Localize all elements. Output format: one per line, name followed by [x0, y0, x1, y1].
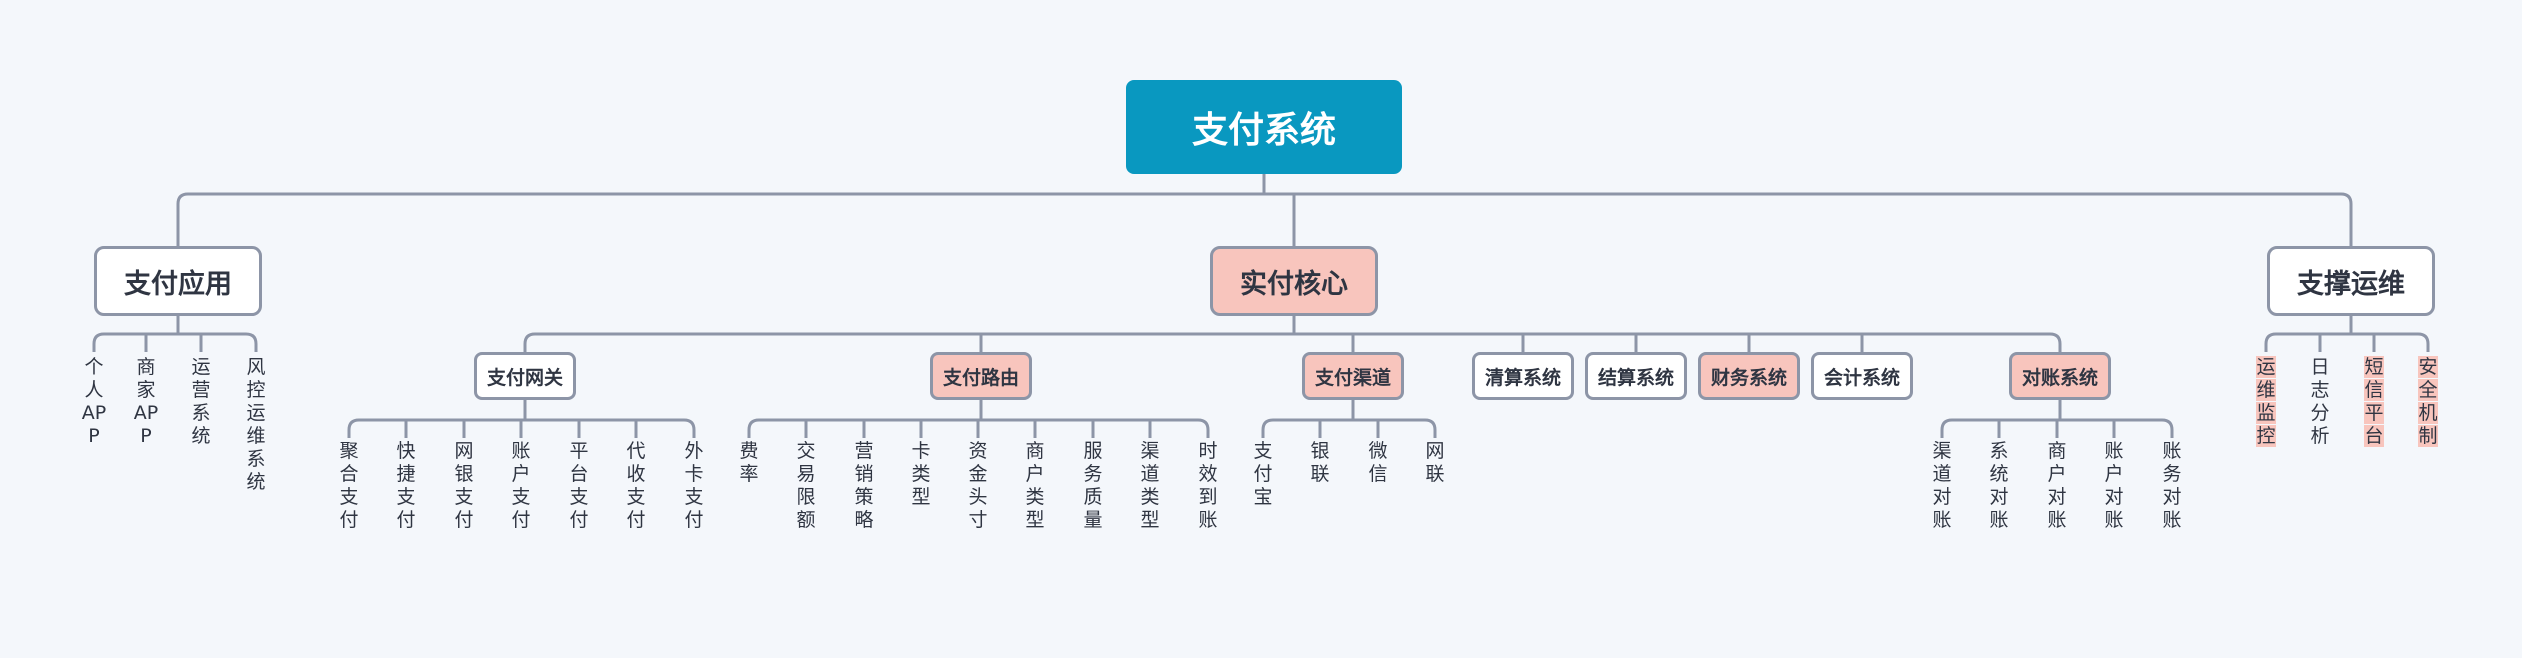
- leaf-gateway-5: 代收支付: [626, 440, 646, 531]
- leaf-reconcile-0: 渠道对账: [1932, 440, 1952, 531]
- node-routing[interactable]: 支付路由: [930, 352, 1032, 400]
- root-label: 支付系统: [1191, 110, 1336, 151]
- node-label: 清算系统: [1484, 366, 1561, 389]
- leaf-routing-8: 时效到账: [1198, 440, 1218, 531]
- leaf-app-0: 个人APP: [81, 356, 107, 447]
- branch-label: 支撑运维: [2297, 268, 2405, 300]
- connector-line: [176, 192, 189, 246]
- leaf-channel-2: 微信: [1368, 440, 1388, 485]
- node-label: 支付网关: [486, 366, 563, 389]
- root-node[interactable]: 支付系统: [1126, 80, 1402, 174]
- leaf-routing-0: 费率: [739, 440, 759, 485]
- node-accounting[interactable]: 会计系统: [1811, 352, 1913, 400]
- branch-ops[interactable]: 支撑运维: [2267, 246, 2435, 316]
- node-label: 会计系统: [1823, 366, 1900, 389]
- node-reconcile[interactable]: 对账系统: [2009, 352, 2111, 400]
- connector-line: [2417, 332, 2430, 352]
- leaf-reconcile-4: 账务对账: [2162, 440, 2182, 531]
- leaf-routing-2: 营销策略: [854, 440, 874, 531]
- branch-label: 支付应用: [124, 268, 232, 300]
- node-settlement[interactable]: 结算系统: [1585, 352, 1687, 400]
- leaf-gateway-4: 平台支付: [569, 440, 589, 531]
- connector-line: [683, 418, 696, 438]
- leaf-gateway-3: 账户支付: [511, 440, 531, 531]
- branch-core[interactable]: 实付核心: [1210, 246, 1378, 316]
- connector-line: [245, 332, 258, 352]
- connector-line: [1197, 418, 1210, 438]
- connector-line: [747, 418, 760, 438]
- node-label: 对账系统: [2021, 366, 2098, 389]
- leaf-reconcile-1: 系统对账: [1989, 440, 2009, 531]
- leaf-ops-3: 安全机制: [2418, 356, 2438, 447]
- leaf-reconcile-2: 商户对账: [2047, 440, 2067, 531]
- leaf-gateway-6: 外卡支付: [684, 440, 704, 531]
- leaf-routing-4: 资金头寸: [968, 440, 988, 531]
- leaf-gateway-0: 聚合支付: [339, 440, 359, 531]
- node-label: 结算系统: [1597, 366, 1674, 389]
- connector-line: [2340, 192, 2353, 246]
- leaf-gateway-2: 网银支付: [454, 440, 474, 531]
- leaf-ops-1: 日志分析: [2310, 356, 2330, 447]
- connector-line: [1424, 418, 1437, 438]
- connector-line: [2264, 332, 2277, 352]
- leaf-channel-0: 支付宝: [1253, 440, 1273, 508]
- leaf-routing-6: 服务质量: [1083, 440, 1103, 531]
- node-finance[interactable]: 财务系统: [1698, 352, 1800, 400]
- leaf-routing-5: 商户类型: [1025, 440, 1045, 531]
- node-clearing[interactable]: 清算系统: [1472, 352, 1574, 400]
- leaf-gateway-1: 快捷支付: [396, 440, 416, 531]
- branch-payment-app[interactable]: 支付应用: [94, 246, 262, 316]
- branch-label: 实付核心: [1240, 268, 1348, 300]
- leaf-app-2: 运营系统: [191, 356, 211, 447]
- connector-line: [1940, 418, 1953, 438]
- connector-line: [523, 332, 536, 352]
- leaf-app-3: 风控运维系统: [246, 356, 266, 493]
- connector-line: [92, 332, 105, 352]
- node-label: 财务系统: [1710, 366, 1787, 389]
- connector-line: [2049, 332, 2062, 352]
- leaf-routing-7: 渠道类型: [1140, 440, 1160, 531]
- leaf-ops-0: 运维监控: [2256, 356, 2276, 447]
- leaf-routing-1: 交易限额: [796, 440, 816, 531]
- node-gateway[interactable]: 支付网关: [474, 352, 576, 400]
- leaf-app-1: 商家APP: [133, 356, 159, 447]
- node-label: 支付渠道: [1314, 366, 1391, 389]
- node-channel[interactable]: 支付渠道: [1302, 352, 1404, 400]
- leaf-channel-1: 银联: [1310, 440, 1330, 485]
- leaf-reconcile-3: 账户对账: [2104, 440, 2124, 531]
- connector-line: [1261, 418, 1274, 438]
- leaf-channel-3: 网联: [1425, 440, 1445, 485]
- connector-line: [2161, 418, 2174, 438]
- leaf-ops-2: 短信平台: [2364, 356, 2384, 447]
- leaf-routing-3: 卡类型: [911, 440, 931, 508]
- connector-line: [347, 418, 360, 438]
- node-label: 支付路由: [942, 366, 1019, 389]
